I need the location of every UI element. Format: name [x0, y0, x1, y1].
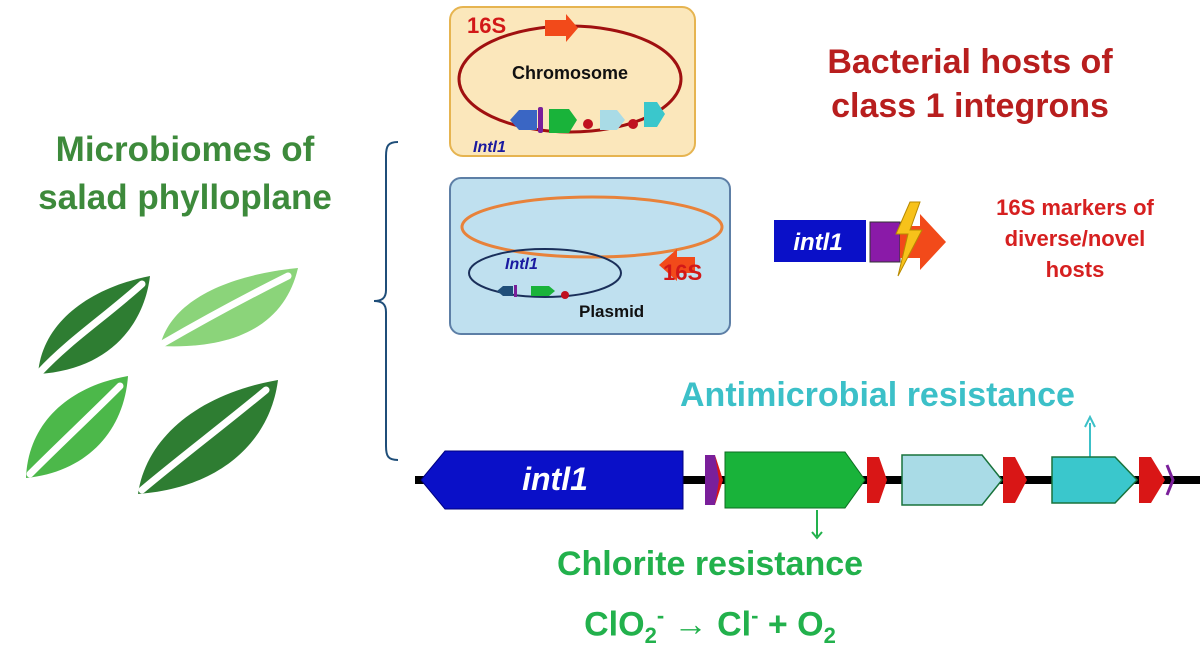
chlorite-formula: ClO2- → Cl- + O2: [480, 592, 940, 660]
chromosome-teal-gene: [644, 102, 665, 127]
leaves-icon: [26, 268, 298, 494]
chromosome-16s-label: 16S: [467, 13, 506, 38]
marker-caption: 16S markers of diverse/novel hosts: [950, 192, 1200, 285]
plasmid-label: Plasmid: [579, 302, 644, 321]
formula-o2: O: [797, 605, 824, 644]
plasmid-intl1-gene: [497, 286, 513, 296]
marker-16s-arrow: [900, 214, 946, 270]
marker-caption-line1: 16S markers of: [996, 195, 1154, 220]
chlorite-arrow-icon: [811, 524, 823, 540]
plasmid-green-gene: [531, 286, 555, 296]
marker-intl1-label: intl1: [793, 229, 842, 256]
chromosome-label: Chromosome: [512, 63, 628, 83]
hosts-title-line2: class 1 integrons: [831, 87, 1109, 125]
chromosome-lightblue-gene: [600, 110, 625, 130]
chromosome-ring-large: [460, 195, 724, 259]
formula-clo2-sub: 2: [644, 623, 657, 649]
integron-attc-red-1: [867, 457, 887, 503]
formula-arrow: →: [673, 605, 708, 644]
marker-intl1-gene: [774, 220, 866, 262]
left-title-line1: Microbiomes of: [55, 130, 315, 169]
marker-attc-purple: [869, 221, 901, 263]
integron-diagram: intl1: [415, 415, 1200, 525]
formula-cl: Cl: [717, 605, 752, 644]
chromosome-intl1-label: Intl1: [473, 139, 506, 156]
formula-plus: +: [767, 605, 788, 644]
integron-teal-gene: [1051, 456, 1139, 504]
lightning-icon: [895, 201, 923, 277]
plasmid-intl1-label: Intl1: [505, 256, 538, 273]
integron-attc-purple: [705, 455, 720, 505]
integron-attc-red-3: [1139, 457, 1165, 503]
chlorite-label: Chlorite resistance: [556, 545, 864, 583]
hosts-title-line1: Bacterial hosts of: [827, 43, 1113, 81]
chromosome-attc-purple: [538, 107, 543, 133]
chromosome-green-gene: [549, 109, 577, 133]
formula-cl-sup: -: [751, 603, 759, 628]
marker-construct: intl1: [774, 201, 946, 277]
antimicrobial-label: Antimicrobial resistance: [680, 376, 1075, 414]
plasmid-16s-arrow: [659, 249, 695, 281]
chlorite-block: Chlorite resistance ClO2- → Cl- + O2: [480, 540, 940, 660]
integron-intl1-gene: [420, 450, 684, 510]
integron-attc-red-2: [1003, 457, 1027, 503]
plasmid-ring: [468, 248, 622, 298]
plasmid-diagram: 16S Intl1 Plasmid: [460, 195, 724, 321]
chromosome-intl1-gene: [510, 110, 537, 130]
integron-intl1-label: intl1: [522, 461, 588, 497]
left-title-line2: salad phylloplane: [38, 178, 332, 217]
formula-clo2: ClO: [584, 605, 645, 644]
brace-icon: [373, 141, 399, 461]
formula-clo2-sup: -: [656, 603, 665, 628]
formula-o2-sub: 2: [823, 623, 836, 649]
chromosome-diagram: 16S Chromosome Intl1: [457, 13, 683, 156]
chromosome-16s-arrow: [545, 14, 578, 42]
plasmid-attc-red: [561, 291, 569, 299]
chromosome-attc-red-1: [583, 119, 593, 129]
integron-lightblue-gene: [901, 454, 1003, 506]
plasmid-16s-label: 16S: [663, 260, 702, 285]
left-title: Microbiomes of salad phylloplane: [0, 126, 370, 222]
marker-caption-line2: diverse/novel: [1004, 226, 1146, 251]
marker-caption-line3: hosts: [1045, 257, 1105, 282]
hosts-title: Bacterial hosts of class 1 integrons: [760, 40, 1180, 128]
chromosome-attc-red-2: [628, 119, 638, 129]
integron-green-gene: [724, 451, 866, 509]
